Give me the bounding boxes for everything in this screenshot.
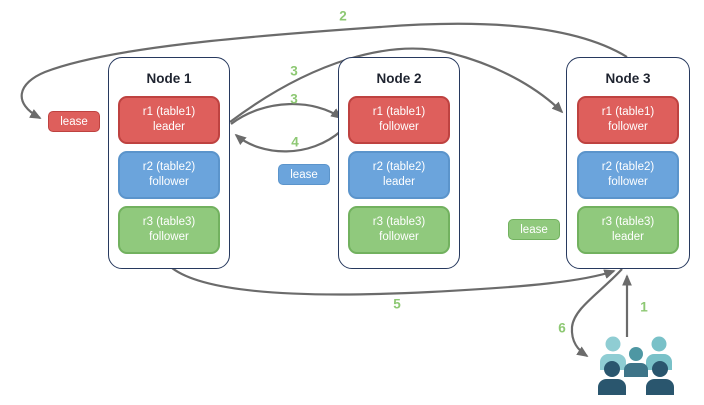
client-person-front-left [598, 361, 626, 395]
arrow-step3-leader-to-node2 [230, 103, 343, 125]
clients-group-icon [598, 336, 674, 395]
replica-name: r2 (table2) [601, 161, 655, 174]
replica-r3-table3: r3 (table3) follower [348, 206, 450, 254]
node-title: Node 1 [146, 71, 192, 86]
step-label-4: 4 [291, 134, 299, 150]
replica-r3-table3: r3 (table3) follower [118, 206, 220, 254]
replica-role: follower [608, 121, 648, 133]
step-label-5: 5 [393, 296, 401, 312]
replica-name: r1 (table1) [372, 106, 426, 119]
replica-role: follower [379, 121, 419, 133]
replica-role: follower [608, 176, 648, 188]
replica-r2-table2: r2 (table2) follower [118, 151, 220, 199]
replica-r1-table1: r1 (table1) leader [118, 96, 220, 144]
step-label-6: 6 [558, 320, 566, 336]
step-label-3a: 3 [290, 63, 298, 79]
client-person-front-right [646, 361, 674, 395]
step-label-3b: 3 [290, 91, 298, 107]
node-1: Node 1 r1 (table1) leader r2 (table2) fo… [108, 57, 230, 269]
replica-role: leader [383, 176, 415, 188]
replica-r1-table1: r1 (table1) follower [577, 96, 679, 144]
replica-name: r3 (table3) [601, 216, 655, 229]
replica-role: follower [379, 231, 419, 243]
replica-r1-table1: r1 (table1) follower [348, 96, 450, 144]
client-person-middle [624, 347, 648, 377]
node-title: Node 3 [605, 71, 651, 86]
arrow-step3-leader-to-node3 [229, 47, 564, 123]
lease-badge-table2: lease [278, 164, 330, 185]
replica-role: leader [612, 231, 644, 243]
step-label-1: 1 [640, 299, 648, 315]
node-2: Node 2 r1 (table1) follower r2 (table2) … [338, 57, 460, 269]
replica-name: r1 (table1) [601, 106, 655, 119]
replica-name: r2 (table2) [142, 161, 196, 174]
replica-name: r3 (table3) [142, 216, 196, 229]
node-title: Node 2 [376, 71, 422, 86]
node-3: Node 3 r1 (table1) follower r2 (table2) … [566, 57, 690, 269]
replica-name: r3 (table3) [372, 216, 426, 229]
replica-name: r2 (table2) [372, 161, 426, 174]
replica-r2-table2: r2 (table2) follower [577, 151, 679, 199]
replica-r3-table3: r3 (table3) leader [577, 206, 679, 254]
replica-name: r1 (table1) [142, 106, 196, 119]
arrow-step4-node2-to-leader [234, 130, 342, 153]
lease-badge-table3: lease [508, 219, 560, 240]
replica-role: follower [149, 176, 189, 188]
arrow-step5-node1-to-node3 [171, 267, 616, 296]
step-label-2: 2 [339, 8, 347, 24]
replica-role: leader [153, 121, 185, 133]
arrow-step2-node3-to-lease [20, 22, 628, 119]
arrow-step6-node3-to-clients [570, 268, 623, 357]
lease-badge-table1: lease [48, 111, 100, 132]
replica-r2-table2: r2 (table2) leader [348, 151, 450, 199]
replica-role: follower [149, 231, 189, 243]
